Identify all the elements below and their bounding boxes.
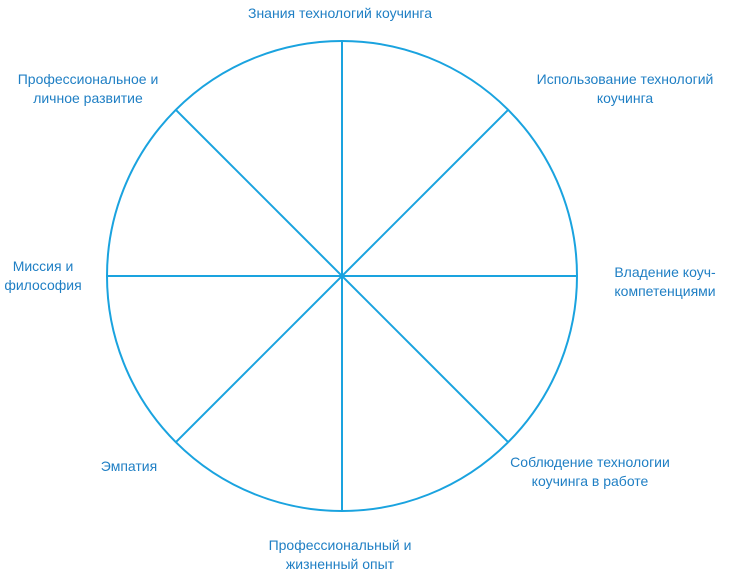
wheel-spoke bbox=[175, 109, 509, 443]
label-knowledge: Знания технологий коучинга bbox=[247, 5, 433, 21]
label-competencies: Владение коуч-компетенциями bbox=[614, 264, 716, 299]
label-empathy: Эмпатия bbox=[100, 458, 158, 474]
